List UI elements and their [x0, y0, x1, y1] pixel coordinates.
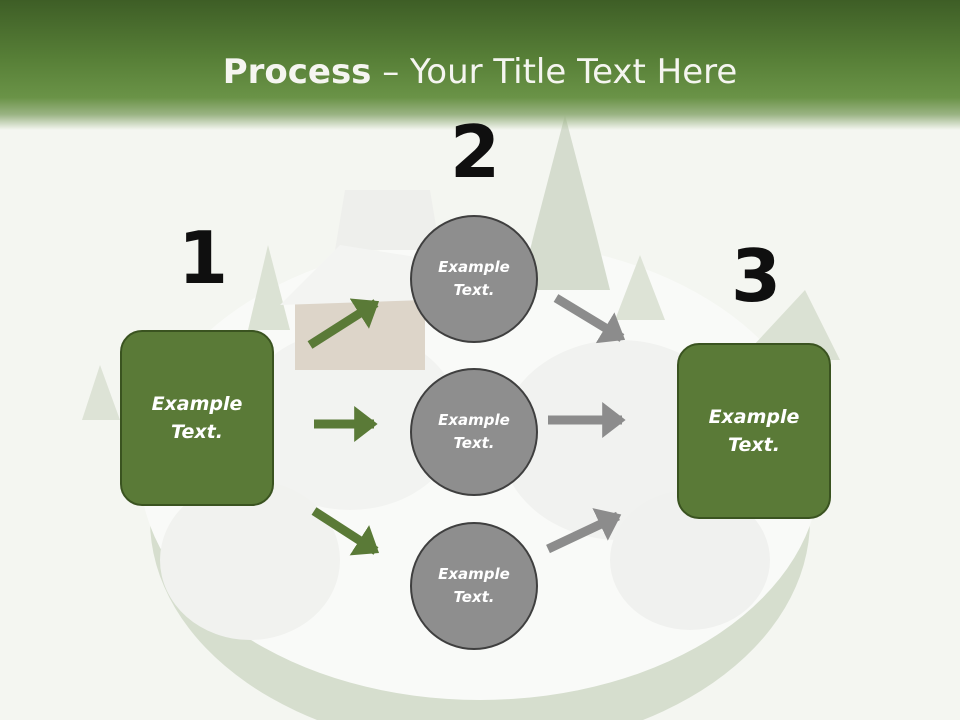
- step-1-text: Example Text.: [151, 392, 243, 444]
- step-1-box: Example Text.: [120, 330, 274, 506]
- arrow-circle-top-to-3: [553, 294, 626, 344]
- arrow-1-to-circle-bottom: [311, 507, 380, 556]
- step-number-1: 1: [178, 216, 229, 300]
- circle-top: Example Text.: [410, 215, 538, 343]
- title-bold: Process: [222, 52, 372, 92]
- circle-middle-text: Example Text.: [438, 410, 510, 452]
- arrow-1-to-circle-top: [307, 298, 380, 349]
- circle-top-text: Example Text.: [438, 257, 510, 299]
- circle-bottom: Example Text.: [410, 522, 538, 650]
- title-rest: – Your Title Text Here: [371, 52, 738, 92]
- step-3-box: Example Text.: [677, 343, 831, 519]
- page-title: Process – Your Title Text Here: [0, 52, 960, 92]
- arrow-circle-bottom-to-3: [546, 508, 622, 554]
- circle-middle: Example Text.: [410, 368, 538, 496]
- title-bar: [0, 0, 960, 130]
- step-number-3: 3: [731, 234, 782, 318]
- circle-bottom-text: Example Text.: [438, 564, 510, 606]
- step-3-text: Example Text.: [708, 405, 800, 457]
- step-number-2: 2: [450, 110, 501, 194]
